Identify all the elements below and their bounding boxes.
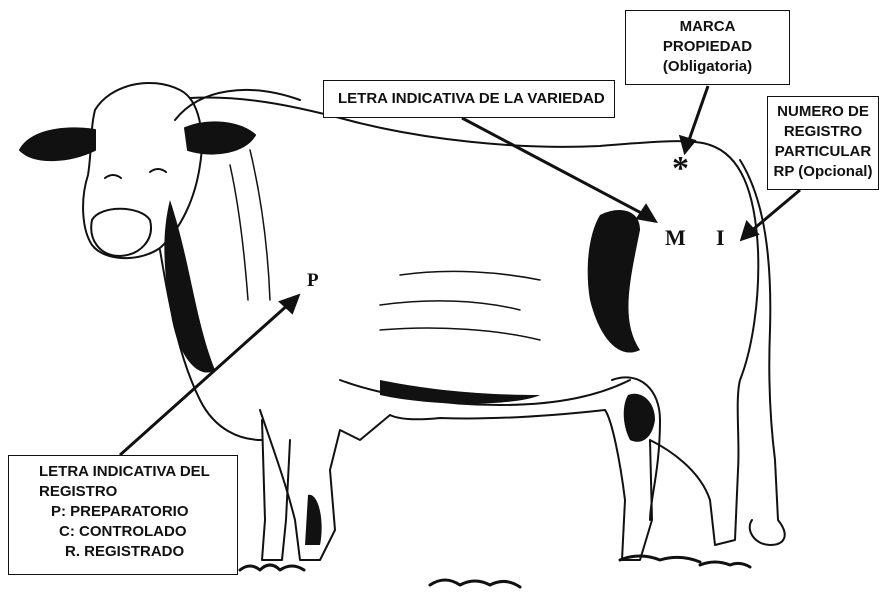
label-marca-line-1: MARCA bbox=[679, 18, 736, 35]
label-registro-line-1: LETRA INDICATIVA DEL bbox=[39, 463, 210, 480]
arrow-registro-head bbox=[278, 293, 301, 315]
ground-grass bbox=[238, 554, 752, 589]
cattle-tail bbox=[739, 159, 786, 546]
brand-mark-particular: I bbox=[716, 225, 725, 250]
arrow-marca bbox=[686, 85, 710, 144]
label-rp-line-4: RP (Opcional) bbox=[773, 163, 873, 180]
label-variedad-text: LETRA INDICATIVA DE LA VARIEDAD bbox=[338, 90, 605, 107]
label-registro-line-2: REGISTRO bbox=[39, 483, 118, 500]
cattle-hind-leg bbox=[611, 376, 661, 521]
label-letra-variedad: LETRA INDICATIVA DE LA VARIEDAD bbox=[323, 80, 615, 118]
brand-mark-register: P bbox=[307, 270, 319, 291]
label-letra-registro: LETRA INDICATIVA DEL REGISTRO P: PREPARA… bbox=[8, 455, 238, 575]
brand-mark-star: * bbox=[672, 150, 689, 187]
label-registro-line-4: C: CONTROLADO bbox=[59, 523, 187, 540]
brand-mark-variety: M bbox=[665, 225, 686, 250]
cattle-eyes bbox=[104, 168, 167, 179]
cattle-left-ear bbox=[19, 127, 96, 162]
cattle-front-leg bbox=[261, 419, 291, 561]
label-registro-line-5: R. REGISTRADO bbox=[65, 543, 185, 560]
arrow-marca-head bbox=[678, 134, 697, 156]
label-marca-propiedad: MARCA PROPIEDAD (Obligatoria) bbox=[625, 10, 790, 85]
label-rp-line-3: PARTICULAR bbox=[774, 143, 872, 160]
cattle-hump bbox=[174, 88, 301, 121]
label-registro-line-3: P: PREPARATORIO bbox=[51, 503, 189, 520]
label-rp-line-1: NUMERO DE bbox=[777, 103, 869, 120]
cattle-muzzle bbox=[90, 207, 152, 257]
arrow-variedad-head bbox=[635, 203, 658, 224]
label-rp-line-2: REGISTRO bbox=[783, 123, 863, 140]
label-marca-line-2: PROPIEDAD bbox=[662, 38, 753, 55]
label-numero-registro-particular: NUMERO DE REGISTRO PARTICULAR RP (Opcion… bbox=[767, 96, 879, 190]
label-marca-line-3: (Obligatoria) bbox=[662, 58, 753, 75]
arrow-registro bbox=[119, 301, 291, 457]
arrow-registro-particular bbox=[749, 188, 801, 234]
arrow-variedad bbox=[461, 116, 646, 217]
cattle-shading bbox=[164, 200, 655, 545]
cattle-right-ear bbox=[184, 121, 256, 155]
cattle-wrinkles bbox=[229, 149, 541, 341]
arrow-registro-particular-head bbox=[739, 220, 760, 242]
